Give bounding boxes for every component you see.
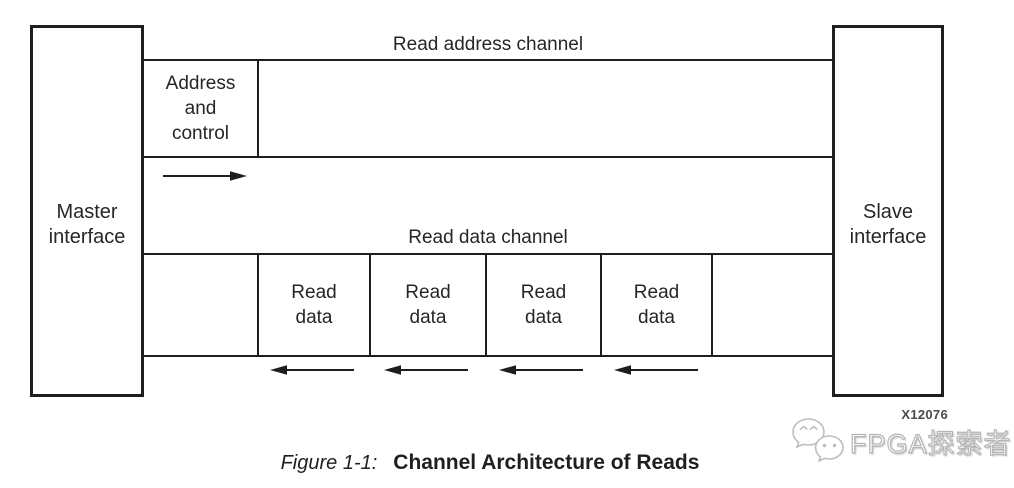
slave-interface-label: Slave interface	[835, 200, 941, 250]
slave-label-line1: Slave	[862, 201, 914, 223]
address-and-control-box: Address and control	[144, 61, 259, 156]
read-data-label-3: Read data	[520, 282, 567, 328]
master-interface-label: Master interface	[33, 200, 141, 250]
left-arrow-icon	[499, 364, 583, 376]
left-arrow-icon	[384, 364, 468, 376]
address-label-line1: Address	[165, 73, 236, 94]
data-cell-empty-left	[144, 255, 259, 355]
read-data-box-3: Read data	[487, 255, 602, 355]
read-data-label-4: Read data	[633, 282, 680, 328]
master-label-line1: Master	[56, 201, 118, 223]
address-label-line3: control	[171, 123, 229, 144]
slave-interface-block: Slave interface	[832, 25, 944, 397]
figure-caption-title: Channel Architecture of Reads	[393, 451, 700, 474]
read-data-channel-label: Read data channel	[408, 227, 568, 248]
right-arrow-icon	[163, 170, 247, 182]
left-arrow-icon	[270, 364, 354, 376]
master-label-line2: interface	[48, 226, 126, 248]
read-address-channel-band: Address and control	[144, 59, 832, 158]
read-address-channel-label: Read address channel	[392, 34, 584, 55]
read-data-box-2: Read data	[371, 255, 487, 355]
master-interface-block: Master interface	[30, 25, 144, 397]
address-label-line2: and	[184, 98, 217, 119]
watermark-text: FPGA探索者	[849, 428, 1012, 459]
slave-label-line2: interface	[849, 226, 927, 248]
read-data-box-1: Read data	[259, 255, 371, 355]
left-arrow-icon	[614, 364, 698, 376]
read-data-label-2: Read data	[405, 282, 451, 328]
read-data-label-1: Read data	[291, 282, 337, 328]
figure-ref-code: X12076	[901, 407, 948, 422]
data-cell-empty-right	[713, 255, 832, 355]
read-data-box-4: Read data	[602, 255, 713, 355]
wechat-icon	[792, 418, 844, 463]
watermark: FPGA探索者	[786, 417, 1012, 465]
figure-caption-number: Figure 1-1:	[280, 452, 378, 474]
figure-caption: Figure 1-1: Channel Architecture of Reads	[0, 451, 980, 475]
address-and-control-label: Address and control	[166, 71, 236, 146]
read-data-channel-band: Read data Read data Read data Read data	[144, 253, 832, 357]
